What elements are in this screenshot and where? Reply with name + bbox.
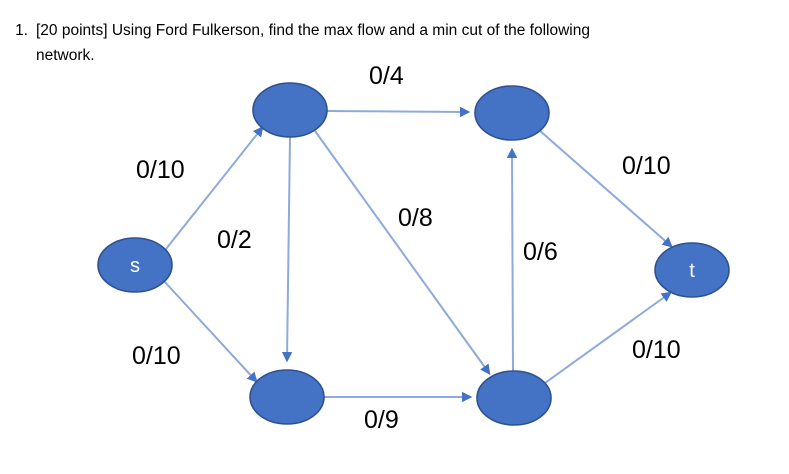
node-a[interactable] xyxy=(252,82,328,138)
nodes-group: s t xyxy=(97,82,730,426)
edge-a-b xyxy=(326,106,471,118)
edge-label-a-b: 0/4 xyxy=(369,62,404,90)
edge-label-d-b: 0/6 xyxy=(523,238,558,266)
edge-label-s-a: 0/10 xyxy=(136,156,185,184)
edge-label-d-t: 0/10 xyxy=(632,336,681,364)
edge-b-t xyxy=(538,129,673,248)
edges-group xyxy=(163,106,673,403)
node-t-label: t xyxy=(689,260,695,282)
edge-d-b xyxy=(506,147,518,372)
question-number: 1. xyxy=(15,22,28,39)
question-text-line-1: [20 points] Using Ford Fulkerson, find t… xyxy=(36,22,590,39)
edge-label-s-c: 0/10 xyxy=(132,342,181,370)
node-s[interactable] xyxy=(97,237,173,293)
edge-s-a xyxy=(165,126,264,250)
edge-a-c xyxy=(281,136,293,363)
edge-s-c xyxy=(163,280,258,383)
node-b[interactable] xyxy=(474,85,550,141)
edge-label-a-c: 0/2 xyxy=(217,226,252,254)
edge-d-t xyxy=(544,291,672,384)
node-d[interactable] xyxy=(476,370,552,426)
node-s-label: s xyxy=(130,255,140,277)
edge-label-c-d: 0/9 xyxy=(364,406,399,434)
node-c[interactable] xyxy=(249,369,325,425)
question-text-line-2: network. xyxy=(36,47,95,64)
question-block: 1. [20 points] Using Ford Fulkerson, fin… xyxy=(0,0,789,68)
edge-label-b-t: 0/10 xyxy=(622,152,671,180)
node-t[interactable] xyxy=(654,242,730,298)
edge-a-d xyxy=(314,130,491,375)
edge-label-a-d: 0/8 xyxy=(398,204,433,232)
question-text: [20 points] Using Ford Fulkerson, find t… xyxy=(36,18,759,68)
